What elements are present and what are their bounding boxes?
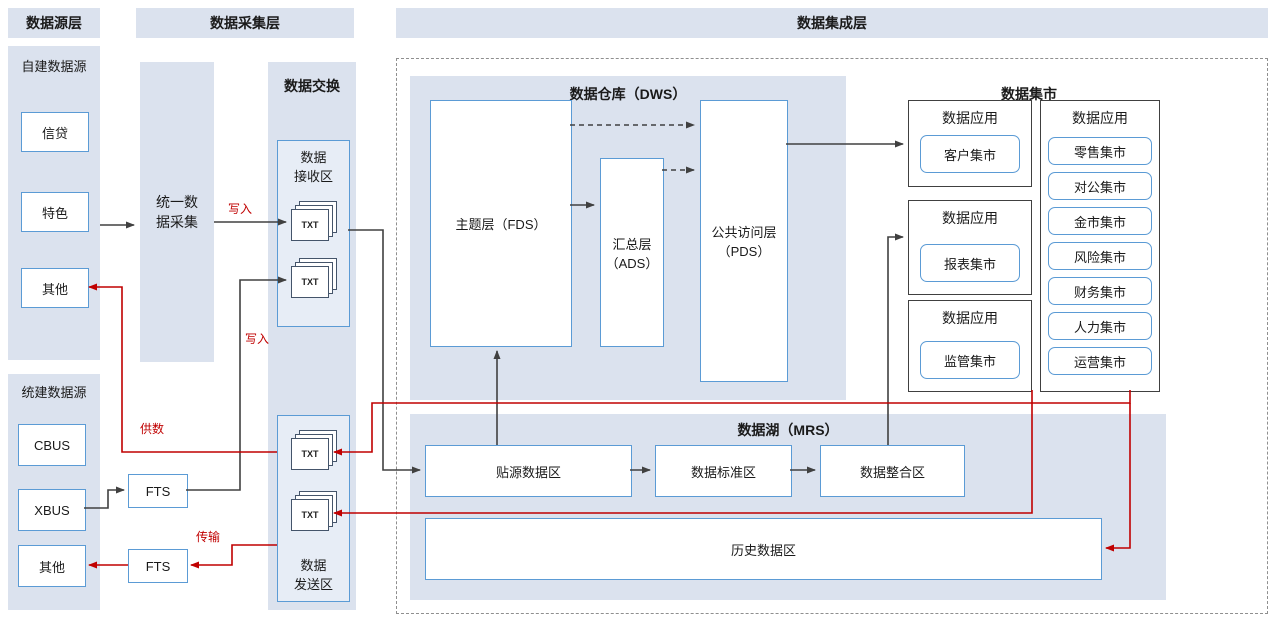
receive-zone: 数据 接收区 TXT TXT [277,140,350,327]
mart-item-corporate: 对公集市 [1048,172,1152,200]
txt-file-icon: TXT [291,201,337,241]
data-app-group-tall: 数据应用 零售集市 对公集市 金市集市 风险集市 财务集市 人力集市 运营集市 [1040,100,1160,392]
zone-source-data: 贴源数据区 [425,445,632,497]
data-app-label: 数据应用 [942,310,998,326]
unified-sources-title: 统建数据源 [21,385,87,400]
mart-item-operations: 运营集市 [1048,347,1152,375]
header-collection-layer: 数据采集层 [136,8,354,38]
flow-label-write-top: 写入 [228,202,253,216]
header-source-layer: 数据源层 [8,8,100,38]
source-box-other-unified: 其他 [18,545,86,587]
mart-item-retail: 零售集市 [1048,137,1152,165]
mart-item-report: 报表集市 [920,244,1020,282]
header-integration-layer: 数据集成层 [396,8,1268,38]
txt-file-icon: TXT [291,491,337,531]
data-exchange-title: 数据交换 [284,78,340,94]
pds-public-access-layer-box: 公共访问层 （PDS） [700,100,788,382]
source-box-special: 特色 [21,192,89,232]
flow-label-transfer: 传输 [196,530,221,544]
flow-label-write-bottom: 写入 [245,332,270,346]
dws-title: 数据仓库（DWS） [569,86,687,102]
flow-label-supply: 供数 [140,422,165,436]
txt-file-label: TXT [291,209,329,241]
mart-item-risk: 风险集市 [1048,242,1152,270]
fts-box-top: FTS [128,474,188,508]
zone-standard-data: 数据标准区 [655,445,792,497]
arrow-send-to-fts-transfer [190,544,277,569]
mrs-title: 数据湖（MRS） [737,422,839,438]
source-box-xbus: XBUS [18,489,86,531]
ads-summary-layer-box: 汇总层 （ADS） [600,158,664,347]
source-box-credit: 信贷 [21,112,89,152]
txt-file-icon: TXT [291,430,337,470]
txt-file-icon: TXT [291,258,337,298]
mart-item-finance: 财务集市 [1048,277,1152,305]
mart-item-goldmarket: 金市集市 [1048,207,1152,235]
fds-subject-layer-box: 主题层（FDS） [430,100,572,347]
unified-collection-panel: 统一数 据采集 [140,62,214,362]
txt-file-label: TXT [291,499,329,531]
data-app-group-2: 数据应用 报表集市 [908,200,1032,295]
data-app-label: 数据应用 [942,110,998,126]
data-app-label: 数据应用 [942,210,998,226]
source-box-other-self: 其他 [21,268,89,308]
send-zone-title: 数据 发送区 [293,558,333,592]
data-app-label: 数据应用 [1072,110,1128,126]
data-app-group-1: 数据应用 客户集市 [908,100,1032,187]
data-mart-title: 数据集市 [1001,86,1057,102]
data-app-group-3: 数据应用 监管集市 [908,300,1032,392]
mart-item-customer: 客户集市 [920,135,1020,173]
mart-item-hr: 人力集市 [1048,312,1152,340]
fts-box-bottom: FTS [128,549,188,583]
mart-item-regulatory: 监管集市 [920,341,1020,379]
receive-zone-title: 数据 接收区 [293,150,333,184]
zone-integrated-data: 数据整合区 [820,445,965,497]
self-built-sources-title: 自建数据源 [21,59,87,74]
txt-file-label: TXT [291,266,329,298]
txt-file-label: TXT [291,438,329,470]
zone-history-data: 历史数据区 [425,518,1102,580]
source-box-cbus: CBUS [18,424,86,466]
send-zone: TXT TXT 数据 发送区 [277,415,350,602]
